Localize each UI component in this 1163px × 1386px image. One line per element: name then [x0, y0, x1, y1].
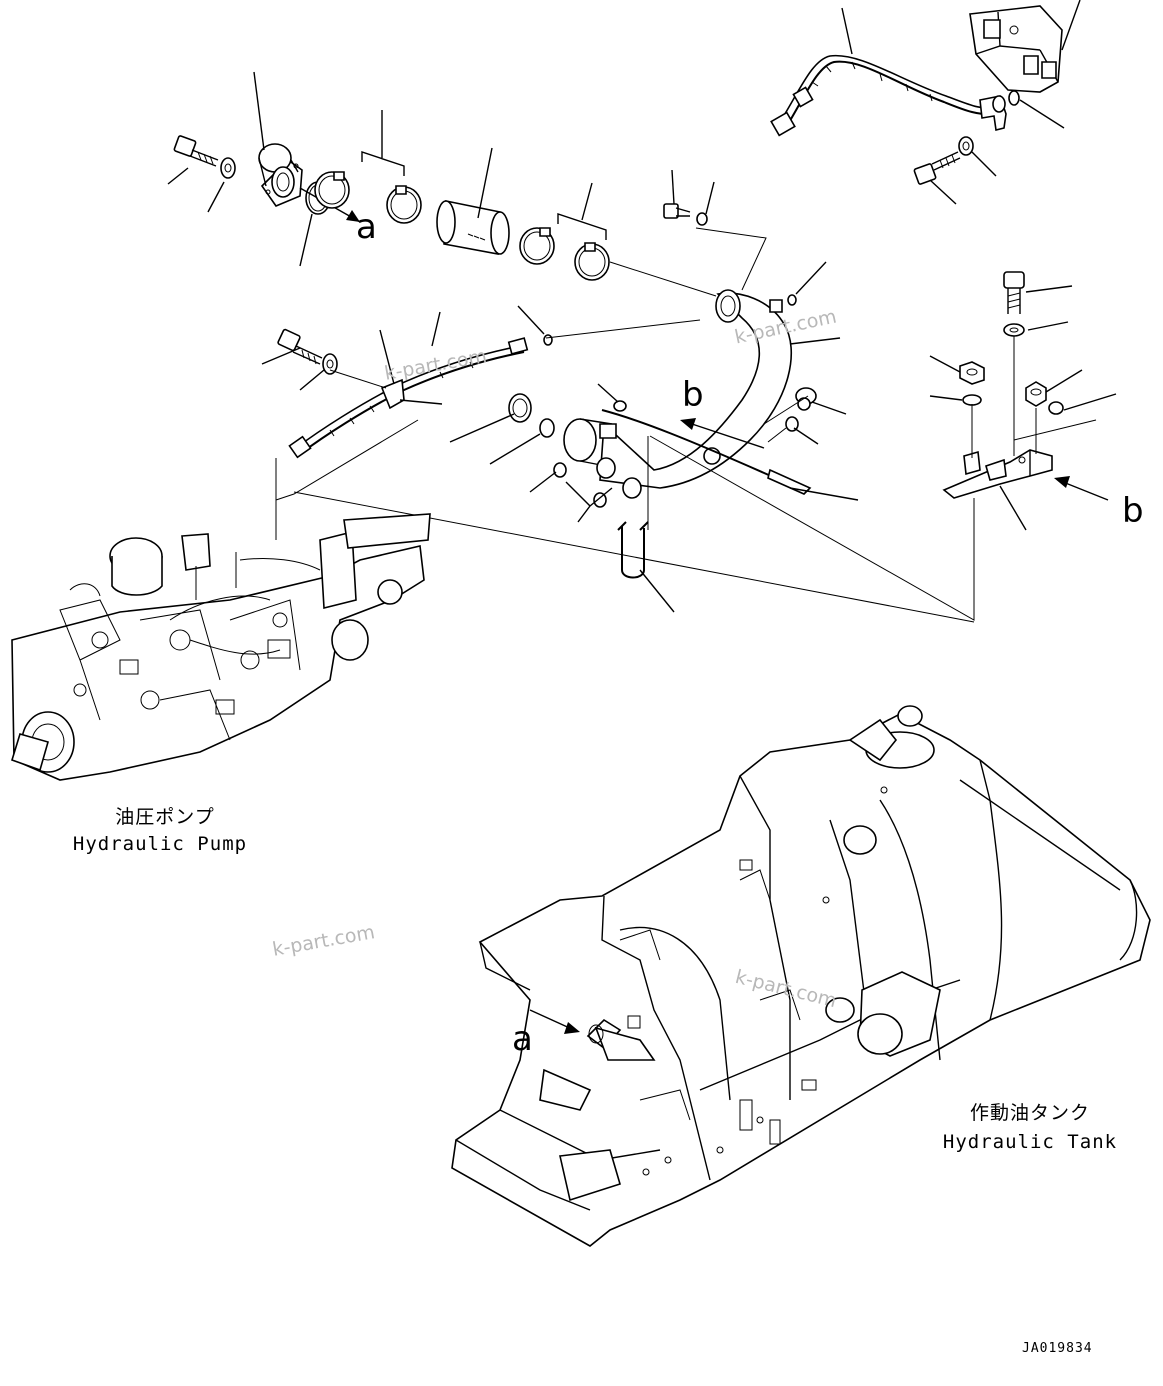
bolt-top-left [174, 135, 218, 166]
o-ring-small-3 [788, 295, 796, 305]
pilot-hose-left [289, 338, 527, 457]
elbow-fittings [554, 458, 641, 507]
drawing-code: JA019834 [1022, 1341, 1093, 1356]
suction-hose [437, 201, 509, 254]
o-ring-plug [540, 419, 554, 437]
banjo-fitting [786, 388, 816, 431]
hydraulic-pump [12, 514, 430, 780]
callout-a-top: a [356, 207, 377, 247]
o-ring-small-1 [697, 213, 707, 225]
pump-caption-jp: 油圧ポンプ [115, 806, 215, 828]
washer-top-left [221, 158, 235, 178]
washer-bracket [1004, 324, 1024, 336]
pump-caption-en: Hydraulic Pump [72, 833, 248, 855]
o-ring-small-4 [614, 401, 626, 411]
u-bolt [618, 522, 648, 578]
suction-pipe [564, 290, 791, 488]
mounting-bracket [944, 450, 1052, 498]
arrow-b-center [680, 418, 764, 448]
tank-caption-en: Hydraulic Tank [942, 1131, 1118, 1153]
bolt-bracket [1004, 272, 1024, 314]
pilot-hose-upper [771, 56, 1006, 136]
hydraulic-tank-frame [452, 706, 1150, 1246]
nut-left [960, 362, 984, 384]
tank-caption-jp: 作動油タンク [969, 1102, 1090, 1124]
dipstick-cable [602, 410, 810, 494]
bolt-left [277, 329, 322, 364]
arrow-a-tank [530, 1010, 580, 1034]
washer-top-right [959, 137, 973, 155]
plug-bolt [664, 204, 690, 218]
bolt-top-right [914, 152, 960, 185]
hose-clamp-pair-1 [315, 172, 421, 223]
callout-b-right: b [1122, 491, 1144, 531]
plug-fitting [509, 394, 531, 422]
washer-nut-left [963, 395, 981, 405]
hose-clamp-pair-2 [520, 228, 609, 280]
washer-left [323, 354, 337, 374]
callout-b-left: b [682, 375, 704, 415]
nut-right [1026, 382, 1046, 406]
suction-flange-elbow [259, 144, 302, 206]
arrow-b-right [1054, 476, 1108, 500]
control-valve-block [970, 6, 1062, 92]
washer-nut-right [1049, 402, 1063, 414]
callout-a-bottom: a [512, 1019, 533, 1059]
o-ring-small-2 [544, 335, 552, 345]
o-ring-valve [1009, 91, 1019, 105]
